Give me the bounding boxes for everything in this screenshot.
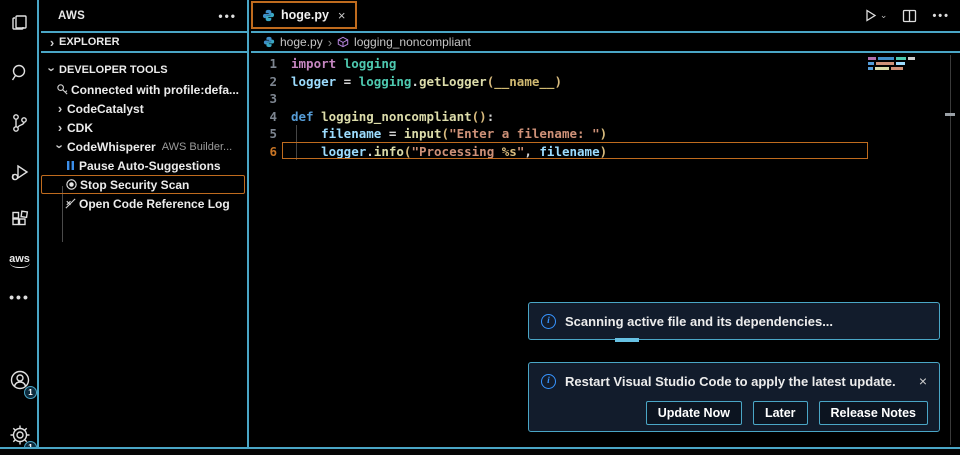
editor-actions: ⌄ •••	[863, 0, 950, 31]
search-icon[interactable]	[0, 58, 39, 88]
record-icon	[62, 178, 80, 191]
breadcrumb-separator: ›	[327, 34, 333, 50]
sidebar-section-developer-tools[interactable]: › DEVELOPER TOOLS	[41, 59, 247, 80]
pause-icon	[61, 160, 79, 171]
tree-item-label: CodeWhisperer	[67, 139, 156, 154]
editor-more-actions-icon[interactable]: •••	[932, 9, 950, 22]
breadcrumb-file[interactable]: hoge.py	[280, 35, 323, 49]
developer-tools-label: DEVELOPER TOOLS	[59, 63, 168, 76]
notification-update: i Restart Visual Studio Code to apply th…	[528, 362, 940, 432]
tree-item-label: CDK	[67, 120, 93, 135]
tree-item-pause-auto-suggestions[interactable]: Pause Auto-Suggestions	[41, 156, 247, 175]
python-file-icon	[262, 9, 275, 22]
tab-hoge-py[interactable]: hoge.py ×	[251, 1, 357, 29]
tree-item-label: CodeCatalyst	[67, 101, 144, 116]
sidebar-more-actions-icon[interactable]: •••	[218, 8, 237, 23]
symbol-icon	[337, 36, 349, 48]
run-and-debug-icon[interactable]	[0, 158, 39, 188]
status-bar	[0, 449, 960, 455]
tab-label: hoge.py	[281, 8, 329, 22]
more-panels-icon[interactable]: •••	[9, 289, 30, 305]
accounts-badge: 1	[24, 386, 37, 399]
line-number: 4	[269, 108, 277, 124]
overview-ruler-marker	[945, 113, 955, 116]
minimap[interactable]	[868, 57, 932, 70]
security-finding-highlight[interactable]	[282, 141, 868, 159]
activity-bar: aws ••• 1 1	[0, 0, 39, 454]
line-number: 3	[269, 91, 277, 106]
python-file-icon	[263, 36, 275, 48]
sidebar-section-explorer[interactable]: › EXPLORER	[41, 33, 247, 53]
key-icon	[53, 83, 71, 96]
release-notes-button[interactable]: Release Notes	[818, 401, 928, 425]
info-icon: i	[541, 373, 556, 389]
tree-item-codecatalyst[interactable]: › CodeCatalyst	[41, 99, 247, 118]
run-dropdown-icon[interactable]: ⌄	[879, 10, 888, 20]
aws-sidebar: AWS ••• › EXPLORER › DEVELOPER TOOLS Con…	[41, 0, 249, 447]
line-number: 6	[269, 143, 277, 159]
developer-tools-tree: › DEVELOPER TOOLS Connected with profile…	[41, 53, 247, 242]
split-editor-icon[interactable]	[902, 9, 917, 23]
sidebar-header: AWS •••	[41, 0, 247, 33]
aws-toolkit-icon[interactable]: aws	[0, 245, 39, 275]
code-line[interactable]: 6 logger.info("Processing %s", filename)	[251, 143, 960, 161]
explorer-section-label: EXPLORER	[59, 36, 120, 48]
breadcrumb-symbol[interactable]: logging_noncompliant	[354, 35, 471, 49]
line-number: 1	[269, 56, 277, 71]
tree-item-stop-security-scan[interactable]: Stop Security Scan	[41, 175, 245, 194]
later-button[interactable]: Later	[752, 401, 808, 425]
tree-indent-guide	[62, 186, 63, 242]
run-python-file-button[interactable]: ⌄	[863, 8, 888, 23]
notification-scanning: i Scanning active file and its dependenc…	[528, 302, 940, 342]
tree-item-codewhisperer[interactable]: › CodeWhisperer AWS Builder...	[41, 137, 247, 156]
chevron-down-icon: ›	[52, 144, 68, 149]
chevron-right-icon: ›	[57, 101, 63, 116]
overview-ruler[interactable]	[950, 55, 951, 445]
line-number: 2	[269, 73, 277, 89]
accounts-icon[interactable]: 1	[0, 365, 39, 399]
progress-bar	[615, 338, 639, 342]
notification-message: Scanning active file and its dependencie…	[565, 313, 834, 329]
tab-bar: hoge.py × ⌄ •••	[251, 0, 960, 33]
tab-close-icon[interactable]: ×	[337, 7, 346, 23]
tree-item-connection[interactable]: Connected with profile:defa...	[41, 80, 247, 99]
chevron-down-icon: ›	[44, 67, 60, 72]
sidebar-title: AWS	[58, 9, 86, 22]
status-bar-border	[0, 447, 960, 449]
tree-item-description: AWS Builder...	[161, 140, 233, 153]
explorer-icon[interactable]	[0, 8, 39, 38]
close-icon[interactable]: ×	[918, 373, 927, 389]
chevron-right-icon: ›	[49, 34, 55, 50]
extensions-icon[interactable]	[0, 205, 39, 235]
tree-item-label: Connected with profile:defa...	[71, 82, 240, 97]
tree-item-label: Pause Auto-Suggestions	[79, 158, 221, 173]
tree-item-cdk[interactable]: › CDK	[41, 118, 247, 137]
source-control-icon[interactable]	[0, 108, 39, 138]
tree-item-label: Open Code Reference Log	[79, 196, 230, 211]
chevron-right-icon: ›	[57, 120, 63, 135]
tree-item-label: Stop Security Scan	[80, 177, 190, 192]
tree-item-open-code-reference-log[interactable]: Open Code Reference Log	[41, 194, 247, 213]
line-number: 5	[269, 126, 277, 141]
code-line[interactable]: 5 filename = input("Enter a filename: ")	[251, 125, 960, 143]
settings-gear-icon[interactable]: 1	[0, 420, 39, 454]
indent-guide	[296, 125, 297, 160]
code-reference-icon	[61, 197, 79, 210]
notification-message: Restart Visual Studio Code to apply the …	[565, 373, 896, 389]
info-icon: i	[541, 313, 556, 329]
update-now-button[interactable]: Update Now	[645, 401, 742, 425]
breadcrumb: hoge.py › logging_noncompliant	[251, 33, 960, 53]
code-line[interactable]: 3	[251, 90, 960, 108]
